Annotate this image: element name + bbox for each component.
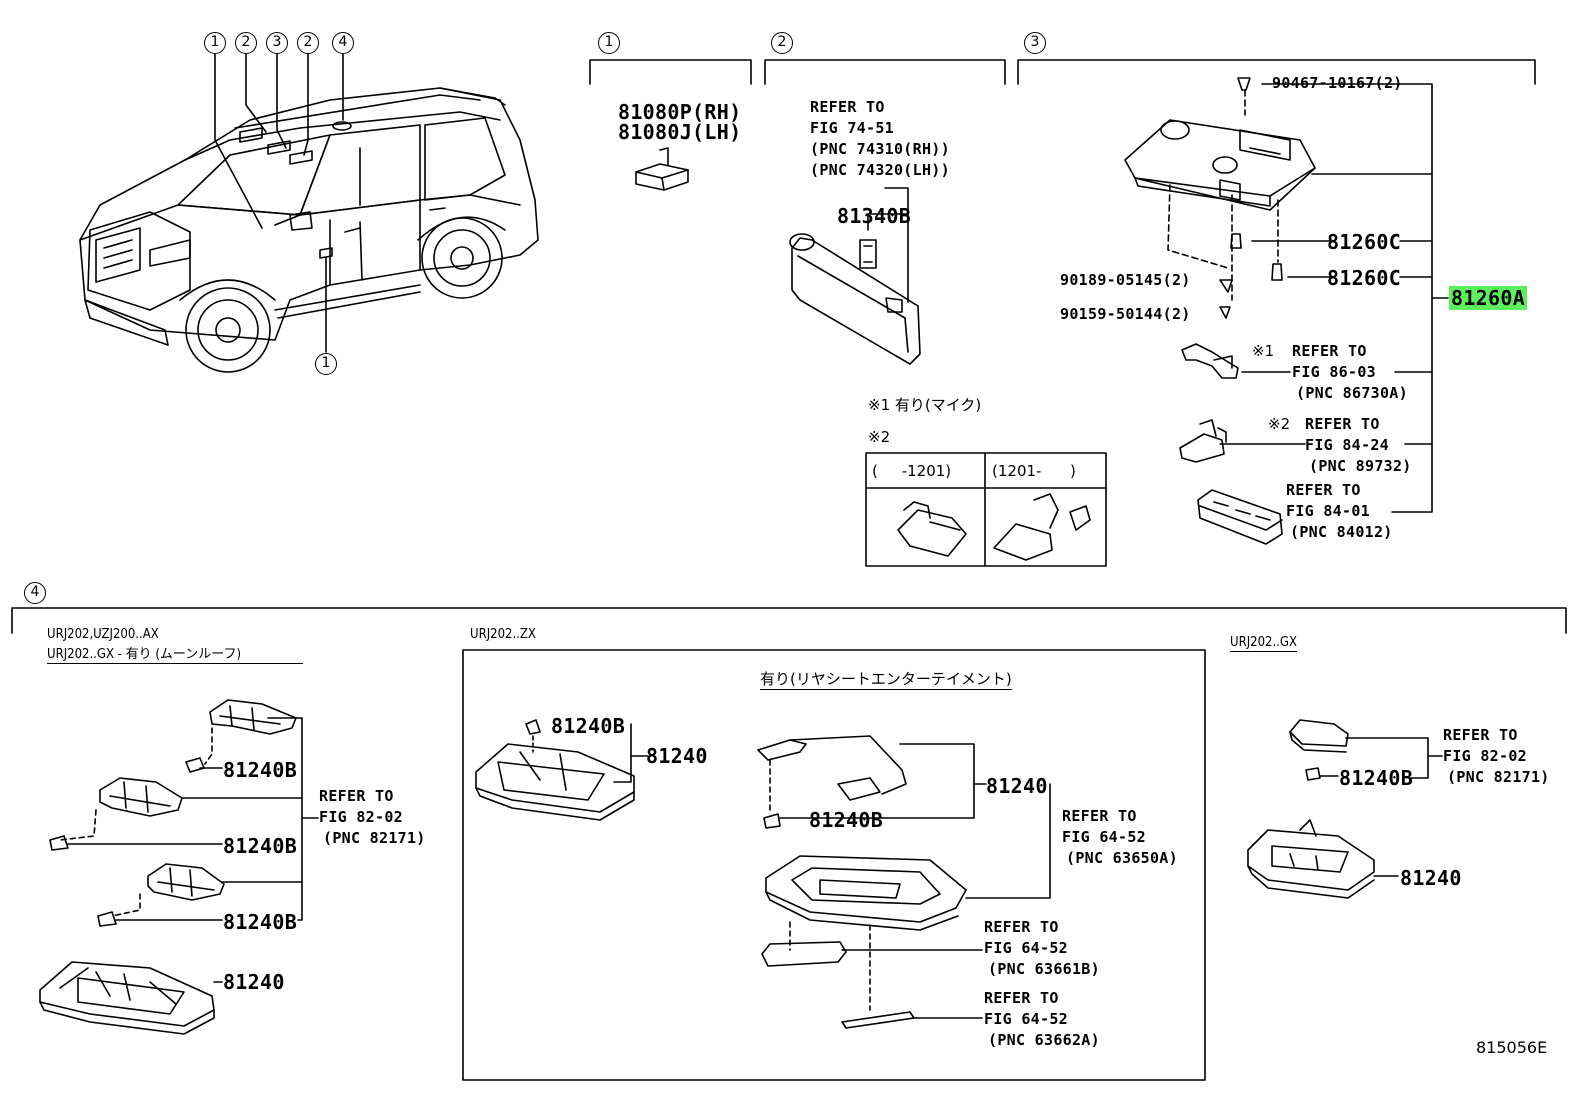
mid-lamp-a xyxy=(475,719,635,821)
part-81260c-1: 81260C xyxy=(1327,230,1402,254)
section-marker-2: 2 xyxy=(771,32,793,54)
right-ref-2: FIG 82-02 xyxy=(1443,747,1527,765)
mid-a-81240b: 81240B xyxy=(551,714,626,738)
mid-ref3-3: (PNC 63662A) xyxy=(988,1031,1100,1049)
highlight-81260a: 81260A xyxy=(1449,286,1528,310)
lens-drawing xyxy=(761,941,847,967)
sun-visor-drawing xyxy=(789,233,921,365)
s2-refer-3: (PNC 74310(RH)) xyxy=(810,140,950,158)
trim-drawing xyxy=(841,1011,915,1029)
ref1-mark: ※1 xyxy=(1252,342,1275,360)
callout-2: 2 xyxy=(235,32,257,54)
note-2: ※2 xyxy=(868,428,891,446)
mid-a-81240: 81240 xyxy=(646,744,708,768)
callout-1: 1 xyxy=(204,32,226,54)
mid-ref2-3: (PNC 63661B) xyxy=(988,960,1100,978)
callout-4: 4 xyxy=(332,32,354,54)
bracket-s2 xyxy=(764,59,1006,85)
mid-lamp-b-housing xyxy=(765,855,967,931)
mid-ref1-2: FIG 64-52 xyxy=(1062,828,1146,846)
right-81240: 81240 xyxy=(1400,866,1462,890)
ref3-line3: (PNC 84012) xyxy=(1290,523,1393,541)
callout-1-lower: 1 xyxy=(315,353,337,375)
variant-table xyxy=(865,452,1107,567)
part-81340b: 81340B xyxy=(837,204,912,228)
zx-variant-box xyxy=(462,649,1206,1081)
bracket-s1 xyxy=(589,59,752,85)
switch-part-drawing xyxy=(635,147,689,191)
ref3-line1: REFER TO xyxy=(1286,481,1361,499)
mid-ref2-1: REFER TO xyxy=(984,918,1059,936)
ref2-line1: REFER TO xyxy=(1305,415,1380,433)
note-mic: ※1 有り(マイク) xyxy=(868,396,982,414)
ref1-line1: REFER TO xyxy=(1292,342,1367,360)
part-81080p: 81080P(RH) xyxy=(618,100,742,124)
s2-refer-4: (PNC 74320(LH)) xyxy=(810,161,950,179)
mid-rse-note: 有り(リヤシートエンターテイメント) xyxy=(760,670,1012,690)
microphone-drawing xyxy=(1181,343,1239,379)
mid-b-81240: 81240 xyxy=(986,774,1048,798)
right-ref-1: REFER TO xyxy=(1443,726,1518,744)
right-81240b: 81240B xyxy=(1339,766,1414,790)
vehicle-drawing xyxy=(79,52,539,373)
switch-panel-drawing xyxy=(1197,489,1283,545)
mid-ref1-3: (PNC 63650A) xyxy=(1066,849,1178,867)
part-90467: 90467-10167(2) xyxy=(1272,74,1403,92)
sensor-variant-new xyxy=(993,493,1091,561)
left-ref-3: (PNC 82171) xyxy=(323,829,426,847)
ref2-mark: ※2 xyxy=(1268,415,1291,433)
sensor-drawing xyxy=(1179,419,1227,463)
s4-left-header-2: URJ202..GX - 有り (ムーンルーフ) xyxy=(47,648,303,664)
mid-lamp-b-harness xyxy=(757,735,907,829)
right-lamp-assembly xyxy=(1247,719,1375,899)
table-left-header: ( -1201) xyxy=(872,462,952,480)
mid-ref3-1: REFER TO xyxy=(984,989,1059,1007)
bracket-s4 xyxy=(11,607,1567,634)
right-ref-3: (PNC 82171) xyxy=(1447,768,1550,786)
sensor-variant-old xyxy=(897,501,967,557)
part-90189: 90189-05145(2) xyxy=(1060,271,1191,289)
mid-ref2-2: FIG 64-52 xyxy=(984,939,1068,957)
callout-2b: 2 xyxy=(297,32,319,54)
map-lamp-drawing xyxy=(1124,77,1316,319)
mid-ref1-1: REFER TO xyxy=(1062,807,1137,825)
section-marker-3: 3 xyxy=(1024,32,1046,54)
figure-id: 815056E xyxy=(1476,1038,1548,1057)
part-81260c-2: 81260C xyxy=(1327,266,1402,290)
bracket-s3 xyxy=(1017,59,1536,85)
ref3-line2: FIG 84-01 xyxy=(1286,502,1370,520)
part-81080j: 81080J(LH) xyxy=(618,120,742,144)
s4-left-header-1: URJ202,UZJ200..AX xyxy=(47,627,159,642)
part-90159: 90159-50144(2) xyxy=(1060,305,1191,323)
ref2-line2: FIG 84-24 xyxy=(1305,436,1389,454)
s4-right-header: URJ202..GX xyxy=(1230,635,1297,652)
mid-b-81240b: 81240B xyxy=(809,808,884,832)
table-right-header: (1201- ) xyxy=(992,462,1076,480)
part-81260a: 81260A xyxy=(1449,286,1528,310)
left-81240b-2: 81240B xyxy=(223,834,298,858)
callout-3: 3 xyxy=(266,32,288,54)
left-81240: 81240 xyxy=(223,970,285,994)
left-81240b-3: 81240B xyxy=(223,910,298,934)
ref1-line2: FIG 86-03 xyxy=(1292,363,1376,381)
left-81240b-1: 81240B xyxy=(223,758,298,782)
mid-ref3-2: FIG 64-52 xyxy=(984,1010,1068,1028)
s2-refer-1: REFER TO xyxy=(810,98,885,116)
s4-mid-header: URJ202..ZX xyxy=(470,627,536,642)
left-lamp-assemblies xyxy=(39,699,297,1035)
section-marker-4: 4 xyxy=(24,582,46,604)
ref2-line3: (PNC 89732) xyxy=(1309,457,1412,475)
s2-refer-2: FIG 74-51 xyxy=(810,119,894,137)
left-ref-2: FIG 82-02 xyxy=(319,808,403,826)
ref1-line3: (PNC 86730A) xyxy=(1296,384,1408,402)
left-ref-1: REFER TO xyxy=(319,787,394,805)
section-marker-1: 1 xyxy=(598,32,620,54)
